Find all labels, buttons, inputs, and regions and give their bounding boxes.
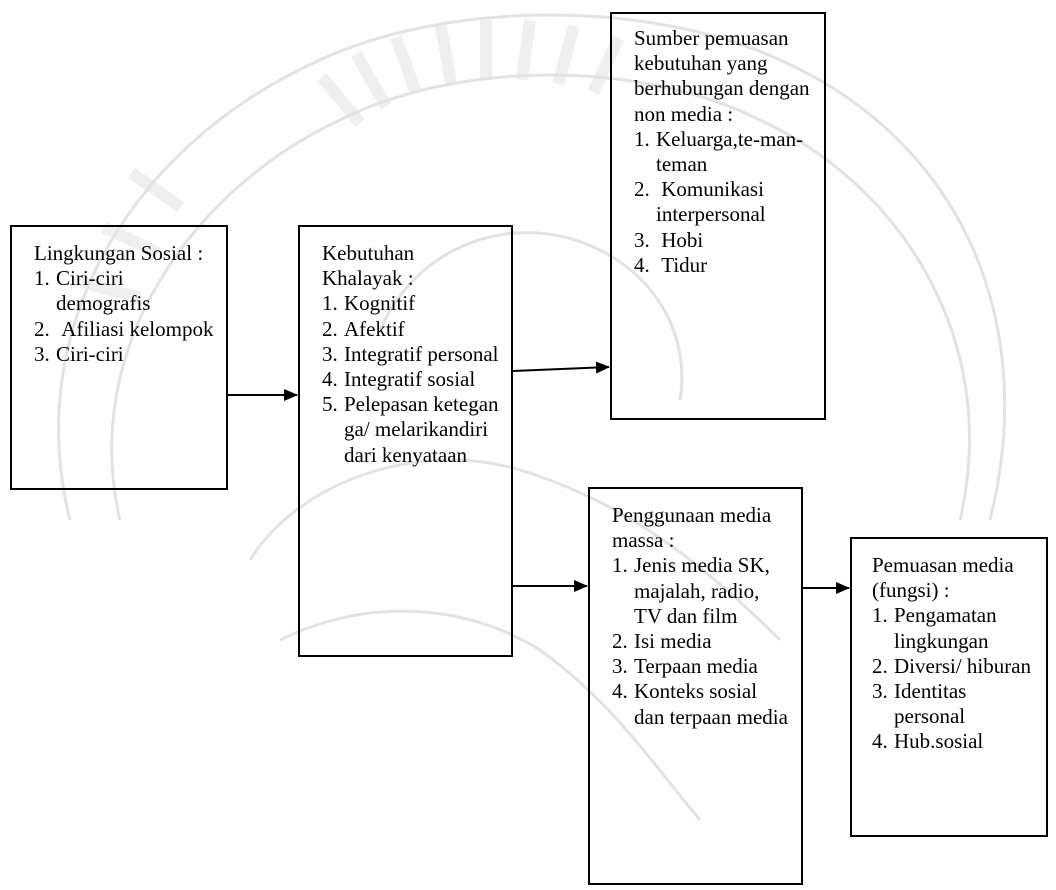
item-list: 1.Ciri-ciri demografis 2. Afiliasi kelom… bbox=[34, 266, 214, 367]
item-list: 1.Pengamatan lingkungan 2.Diversi/ hibur… bbox=[872, 603, 1034, 754]
list-item: 3.Identitas personal bbox=[872, 678, 967, 729]
box-penggunaan-media-massa: Penggunaan media massa : 1.Jenis media S… bbox=[588, 487, 803, 885]
box-title: Lingkungan Sosial : bbox=[34, 241, 204, 265]
box-title: Pemuasan media (fungsi) : bbox=[872, 553, 1014, 603]
list-item: 3. Hobi bbox=[634, 227, 704, 252]
list-item: 4. Tidur bbox=[634, 252, 708, 277]
list-item: 3.Integratif personal bbox=[322, 341, 499, 366]
list-item: 4.Integratif sosial bbox=[322, 366, 476, 391]
box-title: Sumber pemuasan kebutuhan yang berhubung… bbox=[634, 26, 810, 126]
list-item: 5.Pelepasan keteganga/ melarikandiri dar… bbox=[322, 392, 499, 467]
list-item: 2.Diversi/ hiburan bbox=[872, 653, 1032, 678]
list-item: 2. Komunikasi interpersonal bbox=[634, 177, 770, 227]
box-title: Kebutuhan Khalayak : bbox=[322, 241, 415, 291]
list-item: 3.Terpaan media bbox=[612, 654, 758, 679]
list-item: 2.Afektif bbox=[322, 316, 405, 341]
list-item: 2.Isi media bbox=[612, 628, 712, 653]
box-title: Penggunaan media massa : bbox=[612, 503, 772, 553]
list-item: 1.Pengamatan lingkungan bbox=[872, 603, 997, 653]
list-item: 1.Kognitif bbox=[322, 291, 416, 316]
list-item: 1.Keluarga,te-man-teman bbox=[634, 126, 804, 176]
list-item: 2. Afiliasi kelompok bbox=[34, 316, 214, 341]
item-list: 1.Keluarga,te-man-teman 2. Komunikasi in… bbox=[634, 127, 812, 278]
box-sumber-pemuasan: Sumber pemuasan kebutuhan yang berhubung… bbox=[610, 12, 826, 420]
list-item: 1.Jenis media SK, majalah, radio, TV dan… bbox=[612, 553, 770, 628]
item-list: 1.Jenis media SK, majalah, radio, TV dan… bbox=[612, 553, 789, 729]
box-lingkungan-sosial: Lingkungan Sosial : 1.Ciri-ciri demograf… bbox=[10, 225, 228, 490]
item-list: 1.Kognitif 2.Afektif 3.Integratif person… bbox=[322, 291, 499, 467]
list-item: 1.Ciri-ciri demografis bbox=[34, 266, 151, 316]
box-pemuasan-media: Pemuasan media (fungsi) : 1.Pengamatan l… bbox=[850, 537, 1048, 837]
list-item: 4.Hub.sosial bbox=[872, 729, 984, 754]
list-item: 4.Konteks sosial dan terpaan media bbox=[612, 679, 788, 729]
box-kebutuhan-khalayak: Kebutuhan Khalayak : 1.Kognitif 2.Afekti… bbox=[298, 225, 513, 657]
list-item: 3.Ciri-ciri bbox=[34, 341, 124, 366]
